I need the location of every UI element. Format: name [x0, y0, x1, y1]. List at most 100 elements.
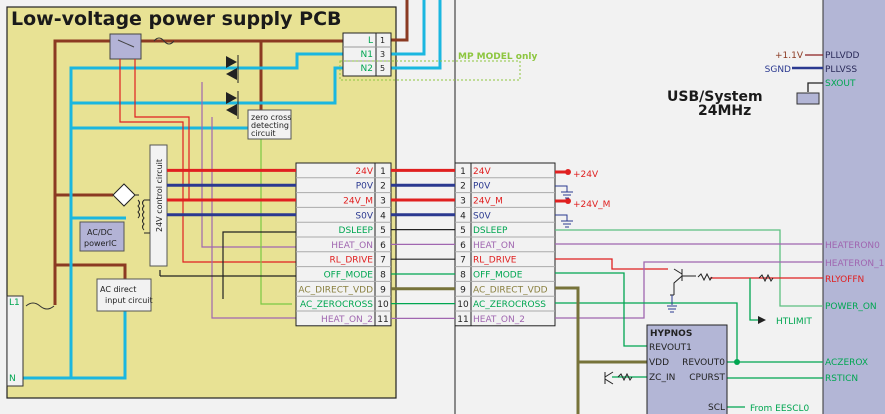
- control-label: 24V control circuit: [155, 159, 164, 232]
- harness-pin-right: 5: [460, 226, 466, 236]
- harness-label-left: 24V: [355, 167, 373, 177]
- ac-pin: 5: [380, 64, 385, 73]
- ground-icon: [667, 295, 677, 313]
- hypnos-pin: CPURST: [689, 373, 725, 383]
- sgnd-label: SGND: [765, 65, 791, 75]
- harness-label-left: HEAT_ON_2: [321, 315, 373, 325]
- hypnos-title: HYPNOS: [650, 329, 692, 339]
- harness-pin-left: 9: [380, 285, 386, 295]
- harness-label-left: 24V_M: [343, 197, 373, 207]
- ac-direct-label: AC direct: [100, 285, 136, 294]
- harness-pin-right: 10: [457, 300, 469, 310]
- ac-connector: L N1 N2 1 3 5: [342, 32, 392, 77]
- harness-pin-right: 3: [460, 197, 466, 207]
- harness-pin-left: 6: [380, 241, 386, 251]
- pin-heateron1: HEATERON_1: [825, 259, 884, 269]
- harness-label-left: DSLEEP: [339, 226, 374, 236]
- harness-label-left: HEAT_ON: [331, 241, 373, 251]
- acdc-label: AC/DC: [87, 228, 113, 237]
- acdc-block: [79, 221, 125, 252]
- harness-label-right: RL_DRIVE: [473, 256, 517, 266]
- fuse-icon: [153, 37, 175, 45]
- hypnos-chip: [646, 324, 728, 414]
- harness-pin-left: 5: [380, 226, 386, 236]
- harness-label-left: OFF_MODE: [324, 271, 374, 281]
- harness-label-right: 24V_M: [473, 197, 503, 207]
- ac-label: N2: [361, 64, 373, 74]
- rail-dot: [565, 169, 571, 175]
- harness-label-left: RL_DRIVE: [330, 256, 374, 266]
- harness-label-right: HEAT_ON: [473, 241, 515, 251]
- n-label: N: [9, 374, 16, 384]
- acdc-label: powerIC: [84, 239, 117, 248]
- resistor-icon: [617, 272, 774, 382]
- harness-pin-left: 10: [377, 300, 389, 310]
- htlimit-label: HTLIMIT: [776, 317, 812, 327]
- diode-icon: [758, 316, 766, 324]
- harness-pin-left: 7: [380, 256, 386, 266]
- hypnos-pin: ZC_IN: [649, 373, 675, 383]
- hypnos-pin: REVOUT1: [649, 343, 692, 353]
- v11-label: +1.1V: [775, 51, 804, 61]
- harness-label-left: P0V: [356, 182, 374, 192]
- usb-system-label: USB/System: [667, 89, 763, 105]
- pin-power-on: POWER_ON: [825, 302, 877, 312]
- ac-label: L: [368, 36, 373, 46]
- harness-pin-left: 3: [380, 197, 386, 207]
- soc-chip: [822, 0, 885, 414]
- harness-label-right: DSLEEP: [473, 226, 508, 236]
- harness-label-right: P0V: [473, 182, 491, 192]
- harness-label-left: AC_ZEROCROSS: [300, 300, 373, 310]
- ac-pin: 1: [380, 36, 385, 45]
- pin-rlyoffn: RLYOFFN: [825, 275, 864, 285]
- control-block: [149, 144, 168, 267]
- harness-pin-right: 4: [460, 211, 466, 221]
- ac-direct-label: input circuit: [105, 296, 153, 305]
- zero-cross-label: zero cross: [251, 113, 291, 122]
- pin-pllvdd: PLLVDD: [825, 51, 860, 61]
- harness-label-right: AC_ZEROCROSS: [473, 300, 546, 310]
- switch-blade: [117, 39, 135, 48]
- harness-pin-right: 7: [460, 256, 466, 266]
- harness-label-right: AC_DIRECT_VDD: [473, 285, 548, 295]
- hypnos-pin: VDD: [649, 358, 669, 368]
- pin-sxout: SXOUT: [825, 79, 856, 89]
- harness-pin-left: 4: [380, 211, 386, 221]
- pin-pllvss: PLLVSS: [825, 65, 857, 75]
- system-wiring: [555, 54, 823, 408]
- rail-24v: +24V: [573, 170, 599, 180]
- harness-pin-left: 1: [380, 167, 386, 177]
- harness-label-right: OFF_MODE: [473, 271, 523, 281]
- pcb-title: Low-voltage power supply PCB: [11, 8, 342, 30]
- harness-pin-right: 9: [460, 285, 466, 295]
- pin-rsticn: RSTICN: [825, 374, 858, 384]
- mp-model-outline: [339, 60, 521, 81]
- pin-aczerox: ACZEROX: [825, 358, 868, 368]
- junction-dot: [734, 359, 740, 365]
- mp-model-note: MP MODEL only: [458, 52, 537, 62]
- harness-pin-right: 2: [460, 182, 466, 192]
- crystal-icon: [796, 92, 820, 105]
- harness-pin-right: 11: [457, 315, 468, 325]
- ac-label: N1: [361, 50, 373, 60]
- rail-24v-m: +24V_M: [573, 200, 610, 210]
- power-switch: [109, 33, 142, 60]
- harness-pin-right: 6: [460, 241, 466, 251]
- harness-pin-left: 8: [380, 271, 386, 281]
- harness-pin-left: 2: [380, 182, 386, 192]
- harness-label-left: AC_DIRECT_VDD: [298, 285, 373, 295]
- harness-label-left: S0V: [355, 211, 373, 221]
- usb-freq-label: 24MHz: [698, 103, 751, 119]
- l1-label: L1: [9, 298, 20, 308]
- harness-pin-right: 1: [460, 167, 466, 177]
- zero-cross-label: detecting: [251, 121, 289, 130]
- zero-cross-label: circuit: [251, 129, 276, 138]
- harness-label-right: 24V: [473, 167, 491, 177]
- ac-direct-block: [96, 278, 152, 312]
- pin-heateron0: HEATERON0: [825, 241, 880, 251]
- from-eescl-label: From EESCL0: [750, 404, 810, 414]
- ground-icon: [555, 185, 573, 228]
- ac-pin: 3: [380, 50, 385, 59]
- rail-dot: [565, 198, 571, 204]
